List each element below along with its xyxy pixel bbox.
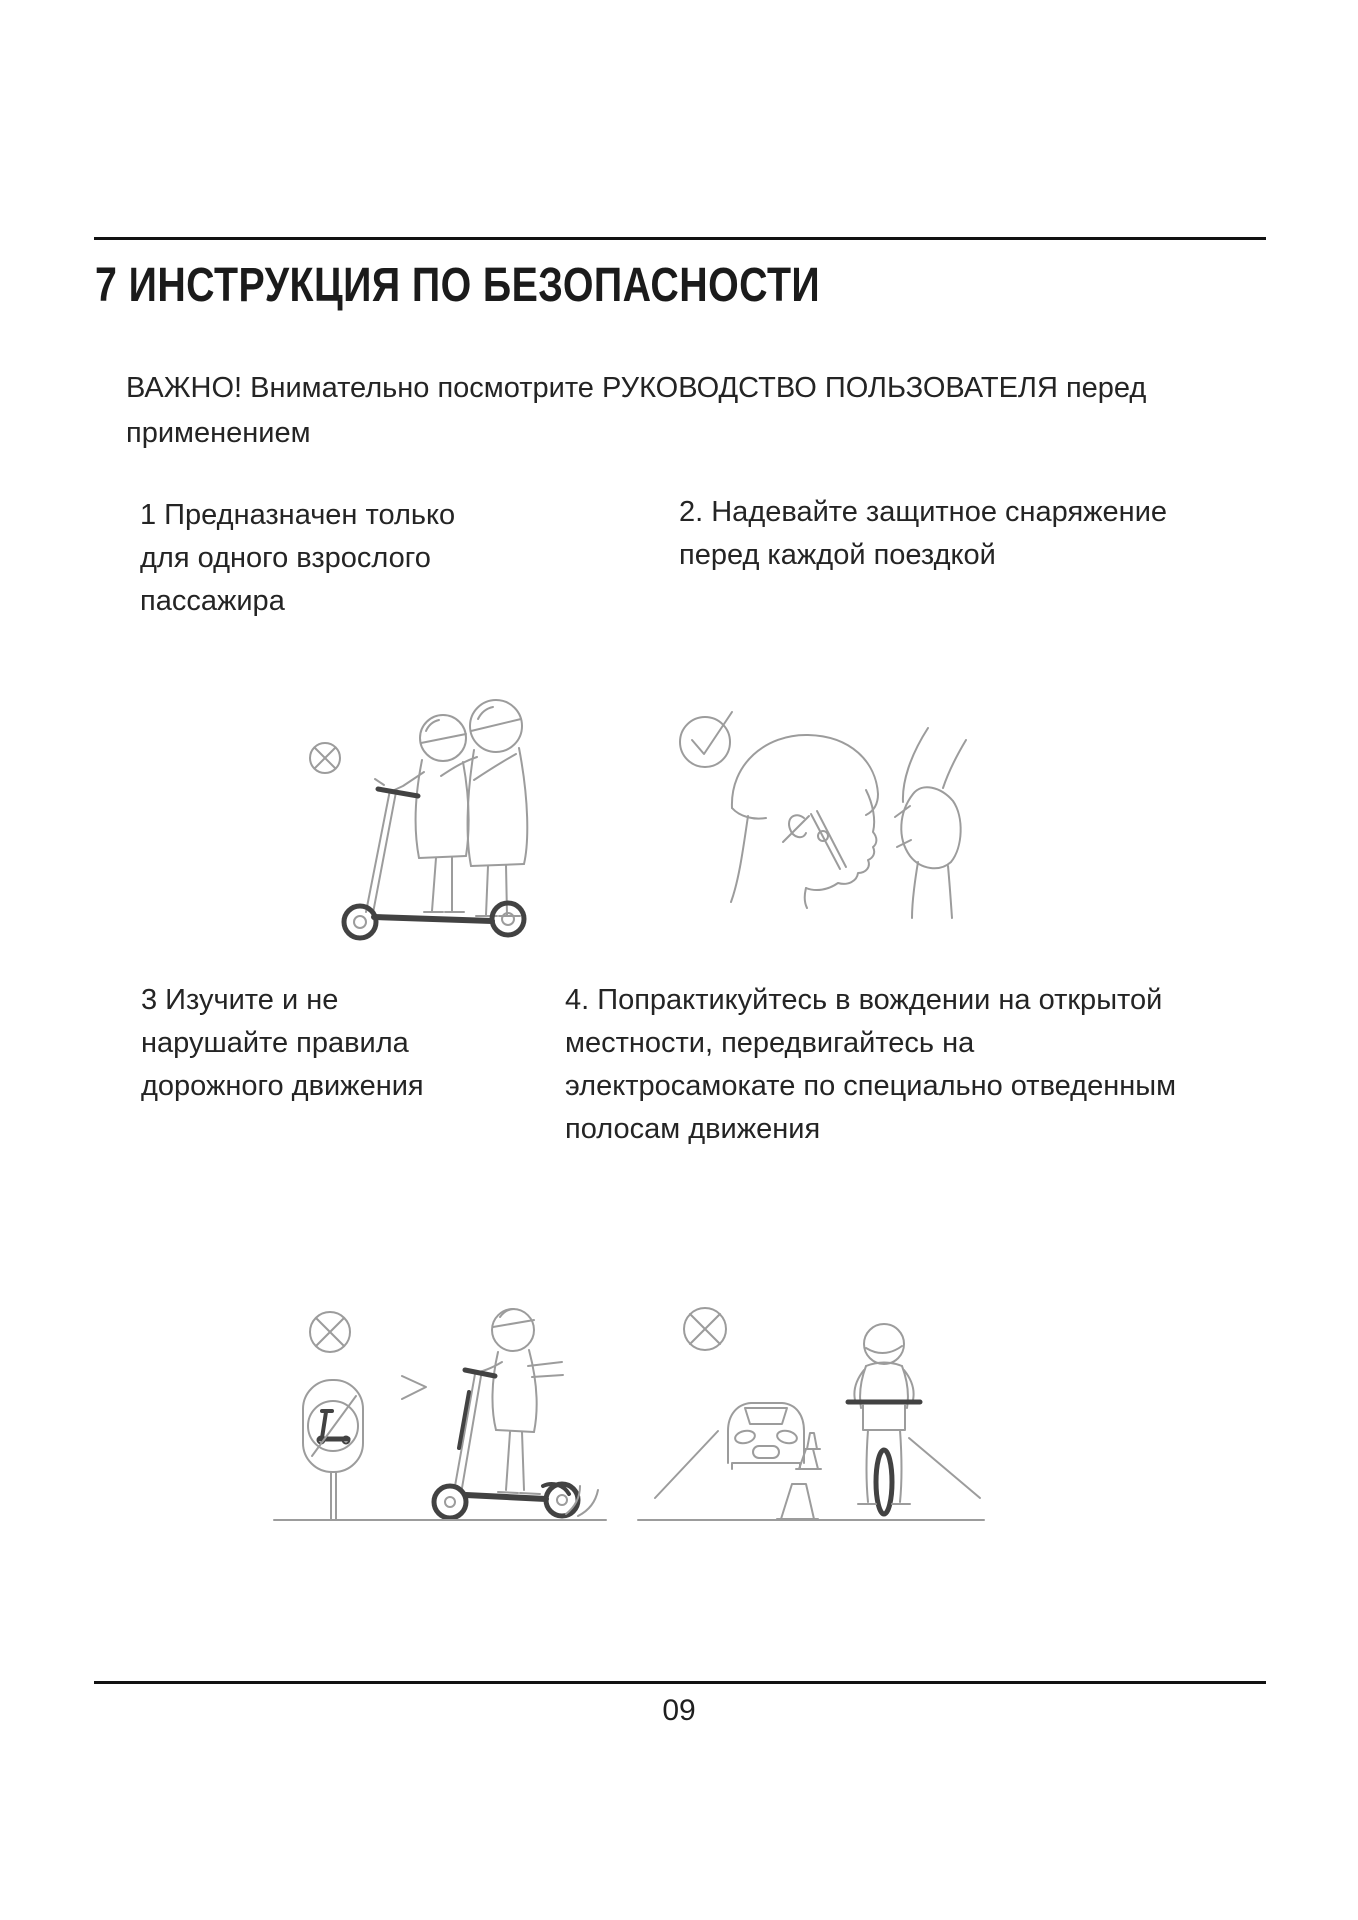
scooter [341,778,527,941]
instruction-line: дорожного движения [141,1070,424,1102]
instruction-line: нарушайте правила [141,1027,409,1059]
intro-line: ВАЖНО! Внимательно посмотрите РУКОВОДСТВ… [126,372,1147,404]
motion-lines [527,1361,564,1378]
top-rule [94,237,1266,240]
check-icon [679,711,733,768]
instruction-item-1: 1 Предназначен только для одного взросло… [140,494,455,623]
prohibited-icon [683,1307,727,1351]
instruction-item-2: 2. Надевайте защитное снаряжение перед к… [679,491,1167,577]
illustration-two-riders-prohibited [309,699,529,941]
no-scooter-sign [302,1379,364,1520]
instruction-line: 2. Надевайте защитное снаряжение [679,496,1168,528]
instruction-line: полосам движения [565,1113,821,1145]
knee-pad [894,727,967,919]
rider-front-view [845,1323,923,1517]
rear-rider [440,699,529,917]
front-rider [389,714,470,913]
instruction-item-4: 4. Попрактикуйтесь в вождении на открыто… [565,979,1176,1151]
illustration-protective-gear [679,711,967,919]
instruction-line: перед каждой поездкой [679,539,996,571]
instruction-line: 1 Предназначен только [140,499,456,531]
car [727,1402,805,1470]
instruction-line: 3 Изучите и не [141,984,339,1016]
prohibited-icon [309,1311,351,1353]
intro-line: применением [126,417,311,449]
intro-paragraph: ВАЖНО! Внимательно посмотрите РУКОВОДСТВ… [126,366,1146,456]
instruction-item-3: 3 Изучите и не нарушайте правила дорожно… [141,979,424,1108]
instruction-line: электросамокате по специально отведенным [565,1070,1177,1102]
bottom-rule [94,1681,1266,1684]
page-number: 09 [662,1694,696,1727]
traffic-cones [776,1432,822,1520]
instruction-line: местности, передвигайтесь на [565,1027,975,1059]
instruction-line: 4. Попрактикуйтесь в вождении на открыто… [565,984,1163,1016]
section-heading: 7 ИНСТРУКЦИЯ ПО БЕЗОПАСНОСТИ [95,259,821,312]
illustration-dedicated-lane [637,1307,985,1521]
illustration-traffic-rules [273,1308,607,1521]
rider-on-scooter [431,1308,599,1521]
helmet-head [730,733,879,909]
instruction-line: для одного взрослого [140,542,431,574]
greater-than-mark [401,1375,427,1400]
prohibited-icon [309,742,341,774]
swoosh-lines [565,1485,599,1517]
instruction-line: пассажира [140,585,285,617]
